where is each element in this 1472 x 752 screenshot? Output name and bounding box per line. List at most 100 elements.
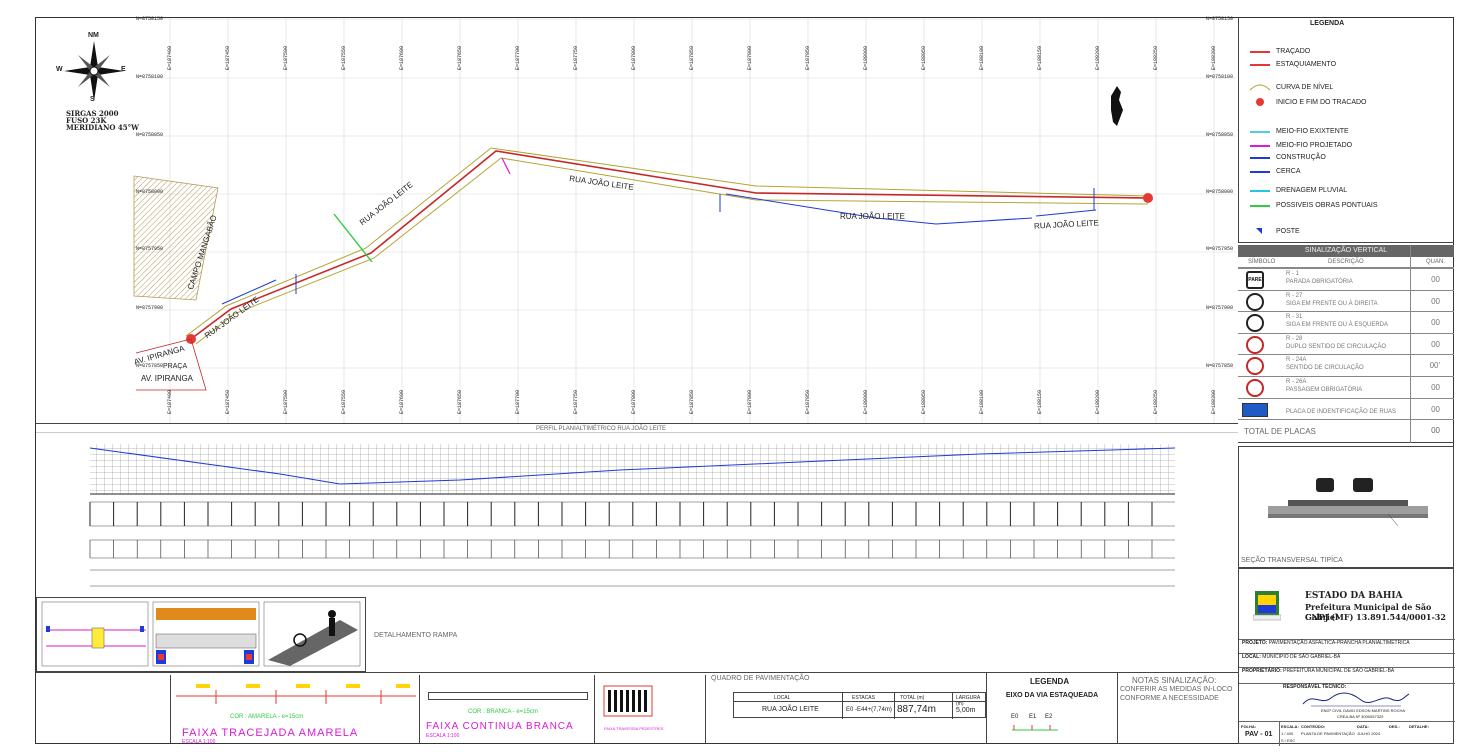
profile-title: PERFIL PLANIALTIMÉTRICO RUA JOÃO LEITE (536, 426, 667, 432)
faixa-branca-scale: ESCALA 1:100 (426, 733, 460, 739)
datum-block: SIRGAS 2000 FUSO 23K MERIDIANO 45°W (66, 110, 139, 131)
eixo-panel (986, 672, 1118, 744)
legend-symbol (1250, 46, 1270, 56)
easting-label: E=187400 (167, 45, 173, 70)
easting-label-bottom: E=188050 (921, 389, 927, 414)
easting-label: E=187900 (747, 45, 753, 70)
notas-line-2: CONFORME A NECESSIDADE (1120, 695, 1219, 702)
profile-header-band (36, 423, 1238, 433)
easting-label-bottom: E=188150 (1037, 389, 1043, 414)
road-edge-lower (195, 157, 1149, 345)
sinalizacao-code: R - 28 (1286, 335, 1303, 342)
faixa-amarela-cor: COR : AMARELA - e=15cm (230, 714, 304, 720)
legend-symbol (1249, 82, 1271, 92)
faixa-amarela-scale: ESCALA 1:100 (182, 739, 216, 745)
legend-item: CONSTRUÇÃO (1250, 152, 1326, 162)
datum-line-3: MERIDIANO 45°W (66, 123, 139, 132)
legend-symbol (1250, 140, 1270, 150)
tb-local: MUNICIPIO DE SÃO GABRIEL-BA (1262, 654, 1341, 660)
legend-symbol (1250, 59, 1270, 69)
quadro-total: 887,74m (897, 704, 936, 715)
tb-divider (1279, 722, 1280, 746)
legend-item: CERCA (1250, 166, 1301, 176)
sinalizacao-code: R - 1 (1286, 271, 1300, 277)
legend-symbol (1250, 126, 1270, 136)
tb-escala: 1 / 400 (1281, 731, 1294, 736)
pare-sign-icon: PARE (1246, 271, 1264, 289)
easting-label-bottom: E=187750 (573, 389, 579, 414)
easting-label-bottom: E=187800 (631, 389, 637, 414)
quadro-estacas: E0 -E44+(7,74m) (846, 707, 892, 713)
total-placas-row: TOTAL DE PLACAS 00 (1238, 419, 1454, 443)
tb-data: JULHO 2024 (1357, 731, 1381, 736)
construction-lines (221, 188, 1097, 305)
tb-projeto-label: PROJETO: (1242, 640, 1268, 646)
tb-proprietario-label: PROPRIETÁRIO: (1242, 668, 1282, 674)
sinalizacao-title: SINALIZAÇÃO VERTICAL (1238, 245, 1454, 257)
regulation-sign-icon (1246, 379, 1264, 397)
northing-grid (136, 18, 1236, 369)
northing-label: N=8758150 (136, 16, 164, 22)
tb-conteudo-label: CONTEÚDO: (1301, 724, 1326, 729)
legend-item: POSTE (1250, 226, 1300, 236)
obras-pontuais (333, 213, 373, 263)
praca-outline (135, 338, 207, 391)
sinalizacao-qty: 00 (1431, 296, 1440, 306)
northing-label-right: N=8758100 (1206, 74, 1234, 80)
quadro-divider (842, 693, 843, 719)
northing-label-right: N=8758050 (1206, 132, 1234, 138)
northing-label-right: N=8758150 (1206, 16, 1234, 22)
quadro-divider (952, 693, 953, 719)
legend-label: CONSTRUÇÃO (1276, 153, 1326, 161)
legend-label: MEIO-FIO EXIXTENTE (1276, 127, 1349, 135)
legend-symbol (1250, 166, 1270, 176)
northing-label-right: N=8757850 (1206, 363, 1234, 369)
legend-symbol (1250, 226, 1270, 236)
legend-item: ESTAQUIAMENTO (1250, 59, 1336, 69)
easting-label-bottom: E=187950 (805, 389, 811, 414)
regulation-sign-icon (1246, 314, 1264, 333)
tb-cnpj: CNPJ (MF) 13.891.544/0001-32 (1305, 612, 1446, 622)
easting-label-bottom: E=187500 (283, 389, 289, 414)
easting-label: E=188200 (1095, 45, 1101, 70)
easting-label: E=188300 (1211, 45, 1217, 70)
tb-engineer: ENGº CIVIL DAVID EDSON MARTINS ROCHA (1321, 708, 1406, 713)
quadro-col-local: LOCAL (774, 695, 791, 701)
meio-fio-projetado (501, 157, 511, 175)
compass-s: S (90, 96, 95, 103)
faixa-amarela-drawing (176, 684, 416, 704)
easting-label: E=187700 (515, 45, 521, 70)
tb-proprietario: PREFEITURA MUNICIPAL DE SÃO GABRIEL-BA (1283, 668, 1395, 674)
legend-label: CERCA (1276, 167, 1301, 175)
quadro-divider (894, 693, 895, 719)
legend-item: INICIO E FIM DO TRACADO (1250, 97, 1367, 107)
total-placas-label: TOTAL DE PLACAS (1244, 427, 1316, 436)
street-sign-icon (1242, 402, 1268, 417)
rampa-drawing (41, 601, 361, 667)
easting-label-bottom: E=188250 (1153, 389, 1159, 414)
datum-line-2: FUSO 23K (66, 116, 107, 125)
legend-symbol (1250, 185, 1270, 195)
notas-title: NOTAS SINALIZAÇÃO: (1132, 676, 1217, 685)
eixo-subtitle: EIXO DA VIA ESTAQUEADA (1005, 692, 1099, 699)
faixa-branca-title: FAIXA CONTINUA BRANCA (426, 721, 574, 732)
legend-item: CURVA DE NÍVEL (1249, 82, 1333, 92)
legend-label: POSSIVEIS OBRAS PONTUAIS (1276, 201, 1378, 209)
compass-w: W (56, 66, 63, 73)
legend-panel (1238, 17, 1454, 243)
legend-label: DRENAGEM PLUVIAL (1276, 186, 1348, 194)
legend-symbol (1250, 97, 1270, 107)
faixa-amarela-panel (170, 675, 420, 743)
sinalizacao-qty: 00 (1431, 275, 1440, 284)
north-marker-icon (1111, 86, 1123, 126)
easting-label-bottom: E=187400 (167, 389, 173, 414)
regulation-sign-icon (1246, 335, 1264, 354)
tb-folha-label: FOLHA: (1241, 724, 1257, 729)
easting-label-bottom: E=187550 (341, 389, 347, 414)
legend-label: MEIO-FIO PROJETADO (1276, 141, 1353, 149)
easting-label-bottom: E=187600 (399, 389, 405, 414)
tb-des-label: DES.: (1389, 724, 1400, 729)
